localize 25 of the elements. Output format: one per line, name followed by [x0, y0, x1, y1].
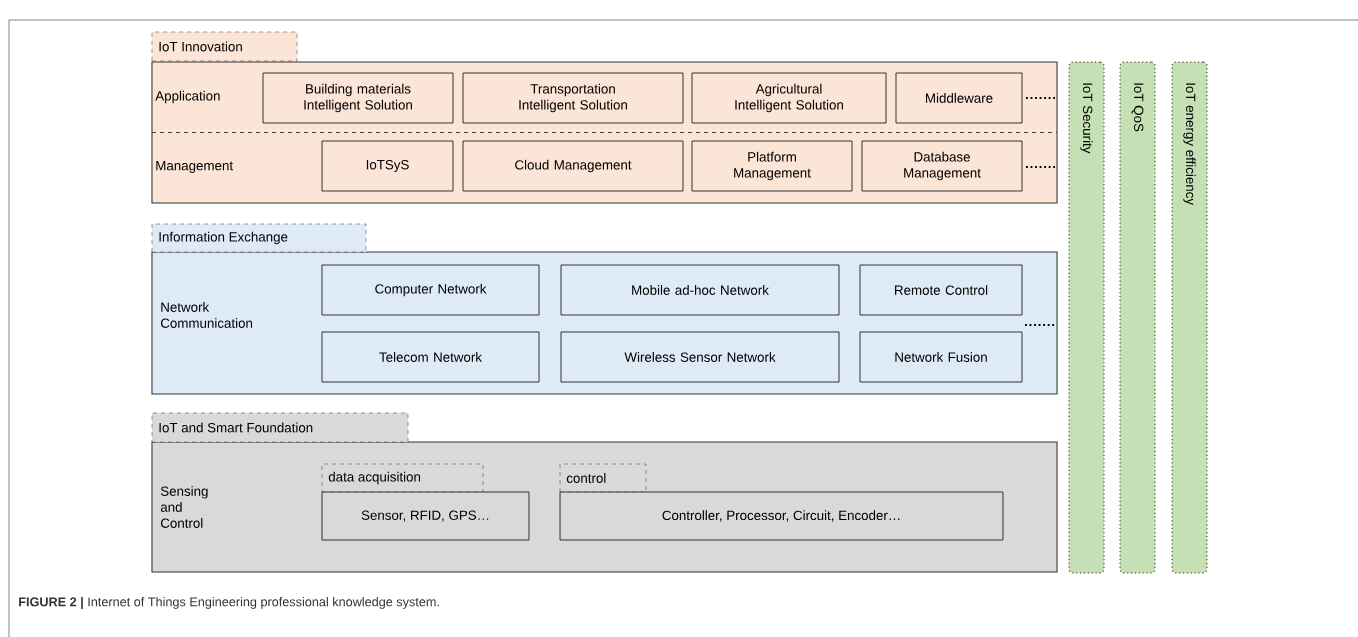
heading-tab: IoT Innovation	[151, 31, 298, 62]
item-box: Cloud Management	[462, 140, 684, 192]
item-box: Computer Network	[321, 264, 540, 316]
heading-tab: data acquisition	[321, 463, 484, 493]
item-box: Transportation Intelligent Solution	[462, 72, 684, 124]
item-box: IoTSyS	[321, 140, 454, 192]
item-box: Remote Control	[859, 264, 1023, 316]
heading-tab: IoT and Smart Foundation	[151, 412, 409, 443]
vertical-bar: IoT QoS	[1119, 61, 1156, 574]
heading-tab: Information Exchange	[151, 223, 367, 253]
vertical-bar: IoT Security	[1068, 61, 1105, 574]
item-box: Agricultural Intelligent Solution	[691, 72, 887, 124]
item-box: data acquisition Sensor, RFID, GPS…	[321, 463, 530, 541]
item-box: Telecom Network	[321, 331, 540, 383]
item-box: Building materials Intelligent Solution	[262, 72, 454, 124]
vertical-bar: IoT energy efficiency	[1171, 61, 1208, 574]
item-box: Mobile ad-hoc Network	[560, 264, 840, 316]
heading-tab: control	[559, 463, 647, 493]
caption: FIGURE 2 | Internet of Things Engineering professional knowledge system.	[19, 597, 439, 609]
item-box: control Controller, Processor, Circuit, Encoder…	[559, 463, 1004, 541]
item-box: Middleware	[895, 72, 1023, 124]
item-box: Platform Management	[691, 140, 853, 192]
item-box: Wireless Sensor Network	[560, 331, 840, 383]
item-box: Database Management	[861, 140, 1023, 192]
item-box: Network Fusion	[859, 331, 1023, 383]
